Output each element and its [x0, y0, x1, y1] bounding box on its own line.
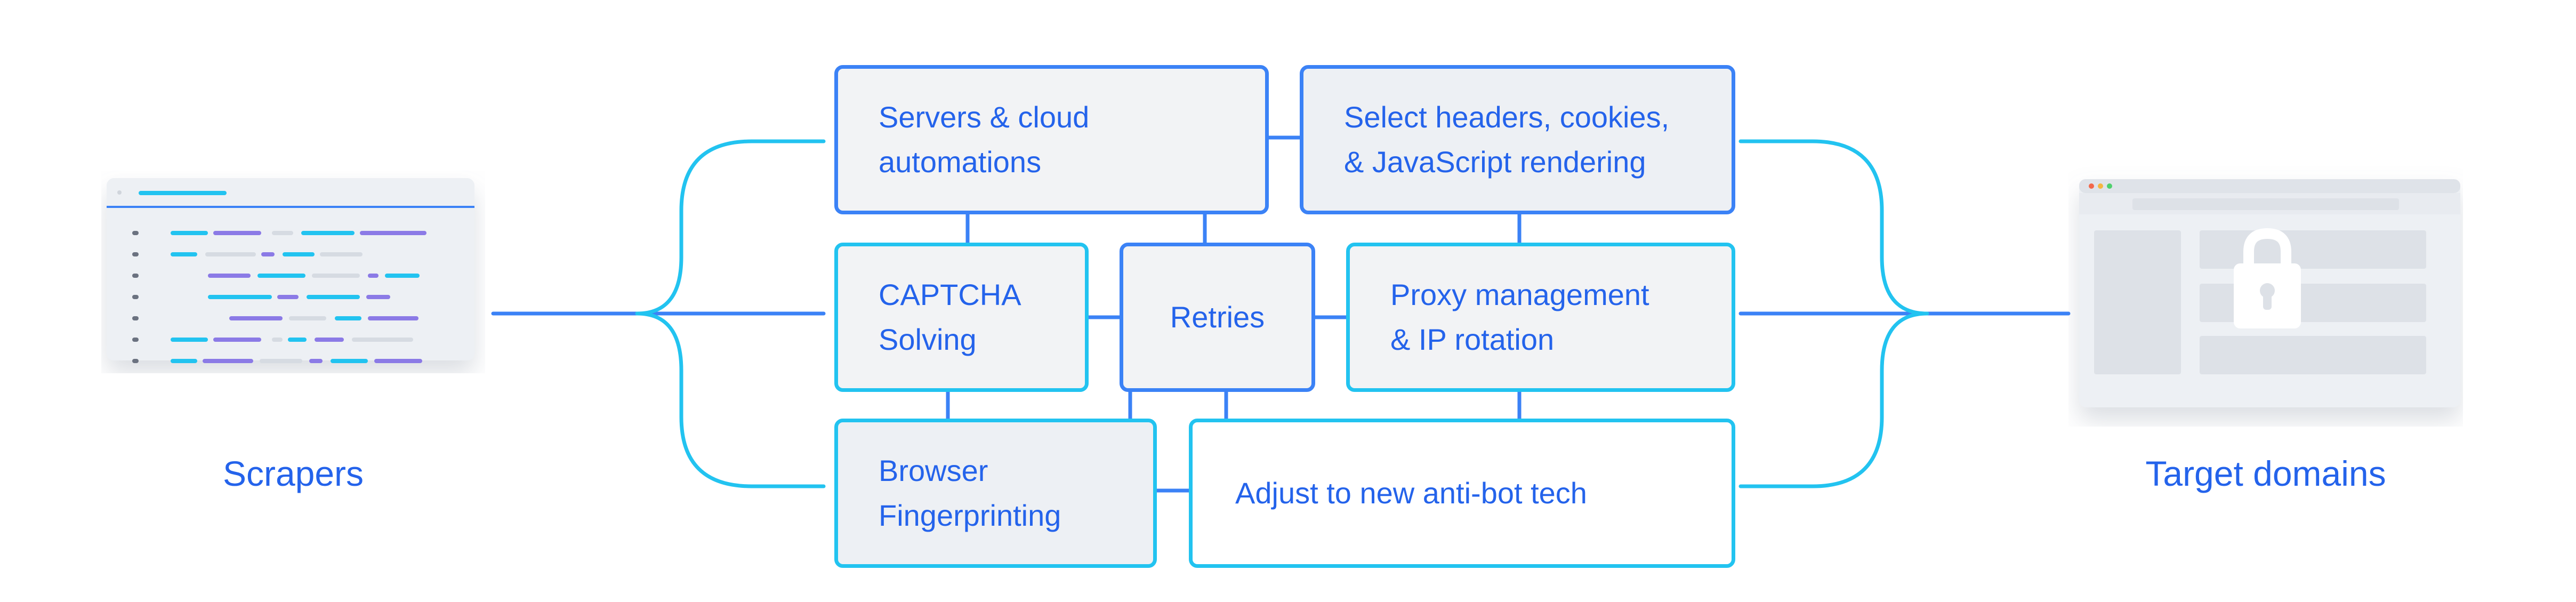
code-line-bullet — [132, 359, 139, 363]
box-label: Proxy management & IP rotation — [1390, 278, 1649, 356]
box-label: Adjust to new anti-bot tech — [1235, 476, 1587, 510]
code-token — [360, 231, 426, 235]
code-line-bullet — [132, 338, 139, 342]
box-anti-bot-tech: Adjust to new anti-bot tech — [1189, 419, 1735, 568]
box-label: Browser Fingerprinting — [879, 454, 1061, 532]
code-token — [385, 274, 420, 278]
code-token — [368, 274, 379, 278]
code-token — [312, 274, 360, 278]
code-token — [171, 252, 197, 256]
code-line-bullet — [132, 252, 139, 256]
code-line-bullet — [132, 316, 139, 320]
code-token — [277, 295, 299, 299]
target-domains-caption: Target domains — [2145, 454, 2386, 493]
box-proxy-management: Proxy management & IP rotation — [1346, 243, 1735, 392]
box-servers-cloud-automations: Servers & cloud automations — [834, 65, 1269, 214]
box-label: Servers & cloud automations — [879, 100, 1090, 179]
code-line-bullet — [132, 231, 139, 235]
left-bracket-top — [635, 139, 826, 316]
code-token — [261, 252, 275, 256]
box-label: Select headers, cookies, & JavaScript re… — [1344, 100, 1670, 179]
code-line-bullet — [132, 295, 139, 299]
box-retries: Retries — [1120, 243, 1315, 392]
code-token — [289, 316, 326, 320]
box-captcha-solving: CAPTCHA Solving — [834, 243, 1089, 392]
box-label: CAPTCHA Solving — [879, 278, 1021, 356]
scrapers-caption: Scrapers — [222, 454, 364, 493]
code-token — [352, 338, 413, 342]
code-token — [213, 338, 261, 342]
code-token — [171, 359, 197, 363]
code-token — [205, 252, 256, 256]
box-browser-fingerprinting: Browser Fingerprinting — [834, 419, 1157, 568]
lock-icon — [2234, 228, 2301, 328]
code-line-bullet — [132, 274, 139, 278]
code-token — [208, 295, 272, 299]
code-token — [171, 338, 208, 342]
code-token — [366, 295, 390, 299]
code-token — [272, 231, 293, 235]
code-token — [301, 231, 355, 235]
code-token — [257, 274, 305, 278]
right-bracket-top — [1738, 139, 1929, 316]
code-token — [208, 274, 251, 278]
code-editor-icon — [107, 178, 474, 363]
right-bracket-bottom — [1738, 311, 1929, 488]
code-token — [320, 252, 363, 256]
code-token — [283, 252, 315, 256]
code-token — [315, 338, 344, 342]
code-token — [309, 359, 323, 363]
code-token — [229, 316, 283, 320]
code-token — [203, 359, 253, 363]
left-bracket-bottom — [635, 311, 826, 488]
box-label: Retries — [1170, 300, 1265, 334]
code-token — [171, 231, 208, 235]
box-select-headers: Select headers, cookies, & JavaScript re… — [1300, 65, 1735, 214]
code-token — [307, 295, 360, 299]
code-token — [213, 231, 261, 235]
code-token — [368, 316, 418, 320]
locked-browser-icon — [2079, 179, 2460, 407]
code-token — [335, 316, 361, 320]
code-token — [260, 359, 302, 363]
code-token — [272, 338, 283, 342]
code-token — [374, 359, 422, 363]
code-token — [288, 338, 307, 342]
code-token — [331, 359, 368, 363]
